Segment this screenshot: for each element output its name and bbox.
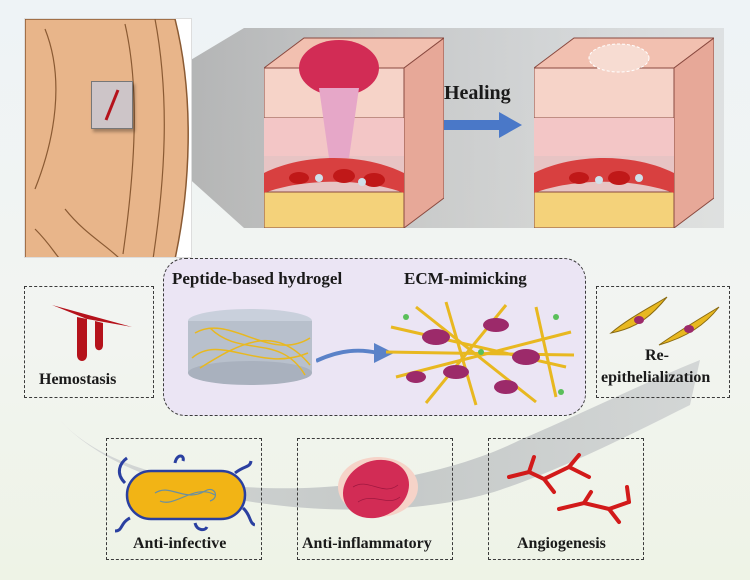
hydrogel-block-icon [188, 309, 312, 385]
healing-label: Healing [444, 82, 511, 104]
inflamed-tissue-icon [338, 457, 418, 519]
hemostasis-label: Hemostasis [39, 371, 117, 388]
anti-inflammatory-label: Anti-inflammatory [302, 535, 432, 552]
epithelial-cells-icon [609, 296, 720, 346]
reepithelialization-label-line2: epithelialization [601, 369, 711, 386]
blood-vessel-icon [507, 453, 631, 524]
reepithelialization-box: Re- epithelialization [596, 286, 730, 398]
top-panel: Healing [24, 18, 724, 258]
bacteria-icon [115, 454, 255, 533]
blood-drip-icon [52, 305, 132, 361]
transform-arrow [316, 343, 394, 363]
hydrogel-patch-icon [91, 81, 133, 129]
ecm-label: ECM-mimicking [404, 269, 527, 288]
hemostasis-box: Hemostasis [24, 286, 154, 398]
reepithelialization-label-line1: Re- [645, 347, 669, 364]
healing-arrow [444, 112, 522, 138]
healed-skin-block [534, 37, 714, 228]
angiogenesis-label: Angiogenesis [517, 535, 606, 552]
angiogenesis-box: Angiogenesis [488, 438, 644, 560]
hydrogel-panel: Peptide-based hydrogel ECM-mimicking [163, 258, 586, 416]
arm-illustration [24, 18, 192, 258]
anti-infective-label: Anti-infective [133, 535, 227, 552]
hydrogel-label: Peptide-based hydrogel [172, 269, 343, 288]
anti-infective-box: Anti-infective [106, 438, 262, 560]
anti-inflammatory-box: Anti-inflammatory [297, 438, 453, 560]
ecm-network-icon [386, 301, 575, 406]
wound-skin-block [264, 37, 444, 228]
